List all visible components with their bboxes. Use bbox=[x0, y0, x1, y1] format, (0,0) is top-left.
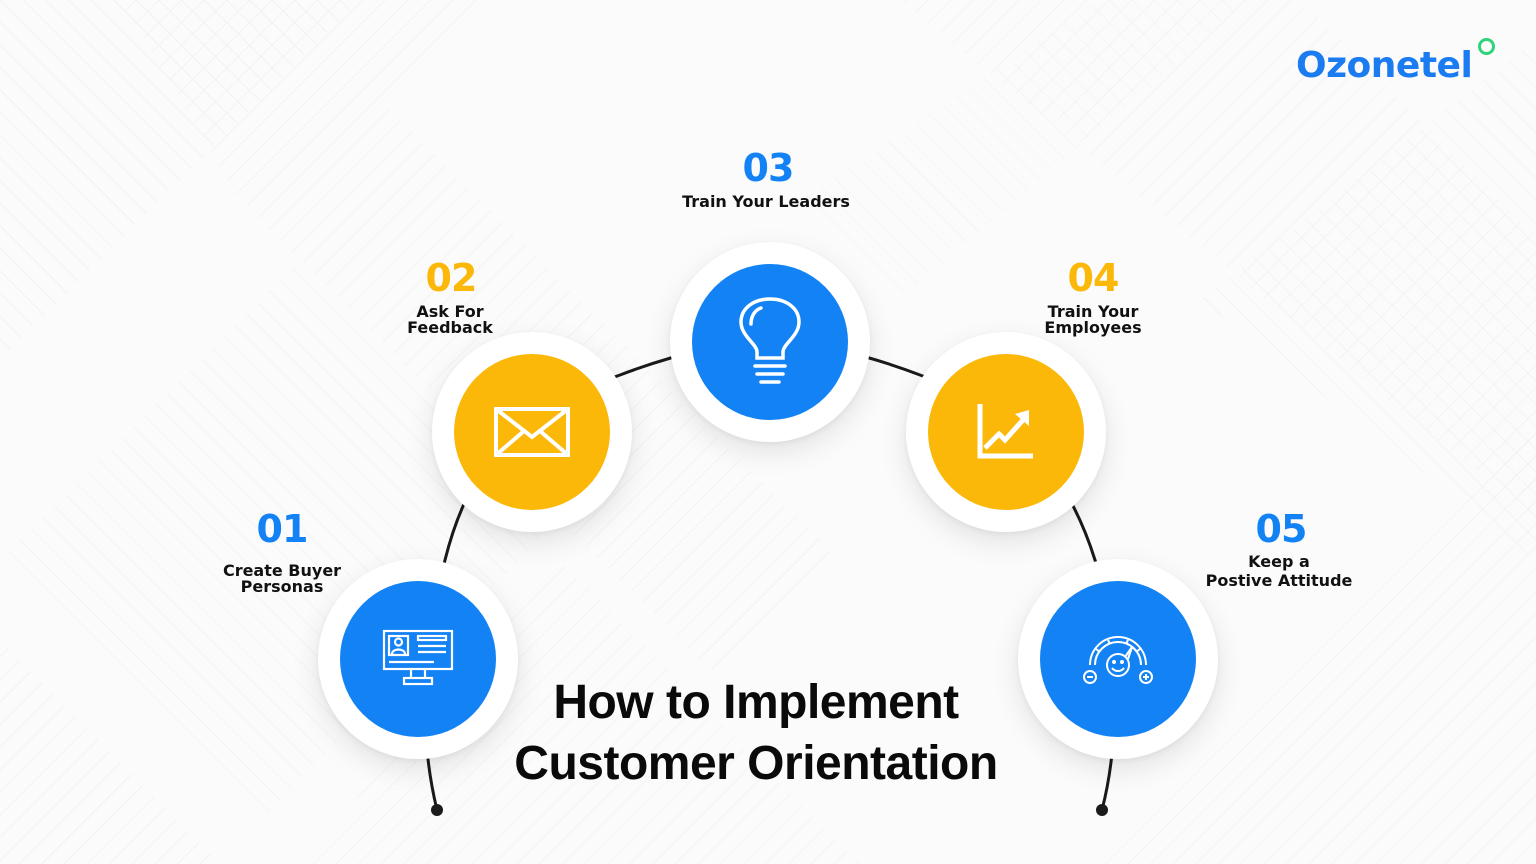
growth-chart-icon bbox=[977, 404, 1033, 459]
step-01-label-line2: Personas bbox=[240, 577, 324, 596]
step-05-label-line2: Postive Attitude bbox=[1205, 571, 1353, 590]
step-03-node bbox=[670, 242, 870, 442]
step-04-label: Train Your Employees bbox=[1044, 304, 1141, 336]
step-02-label-line2: Feedback bbox=[407, 318, 493, 337]
step-03-label-line1: Train Your Leaders bbox=[682, 192, 850, 211]
step-02-node bbox=[432, 332, 632, 532]
step-02-label-line1: Ask For bbox=[416, 302, 484, 321]
step-04-number: 04 bbox=[1067, 256, 1120, 300]
step-01-label-line1: Create Buyer bbox=[222, 561, 342, 580]
ozonetel-logo: Ozonetel bbox=[1296, 38, 1496, 88]
diagram-title: How to Implement Customer Orientation bbox=[514, 672, 998, 794]
title-line2: Customer Orientation bbox=[514, 737, 998, 790]
step-05-label: Keep a Postive Attitude bbox=[1206, 552, 1353, 590]
step-03-label: Train Your Leaders bbox=[682, 194, 850, 210]
step-05-number: 05 bbox=[1255, 507, 1308, 551]
step-05-label-line1: Keep a bbox=[1248, 552, 1310, 571]
step-01-label: Create Buyer Personas bbox=[223, 563, 341, 595]
envelope-icon bbox=[494, 407, 570, 457]
step-04-label-line2: Employees bbox=[1044, 318, 1142, 337]
mood-gauge-icon bbox=[1083, 636, 1153, 684]
step-05-node bbox=[1018, 559, 1218, 759]
step-01-number: 01 bbox=[256, 507, 309, 551]
step-03-number: 03 bbox=[742, 146, 795, 190]
monitor-profile-icon bbox=[382, 629, 454, 686]
logo-text: Ozonetel bbox=[1296, 45, 1473, 86]
lightbulb-icon bbox=[739, 297, 801, 384]
logo-dot-icon bbox=[1478, 38, 1496, 55]
step-02-label: Ask For Feedback bbox=[407, 304, 493, 336]
step-02-number: 02 bbox=[425, 256, 478, 300]
step-04-label-line1: Train Your bbox=[1047, 302, 1139, 321]
step-04-node bbox=[906, 332, 1106, 532]
title-line1: How to Implement bbox=[553, 676, 959, 729]
step-01-node bbox=[318, 559, 518, 759]
